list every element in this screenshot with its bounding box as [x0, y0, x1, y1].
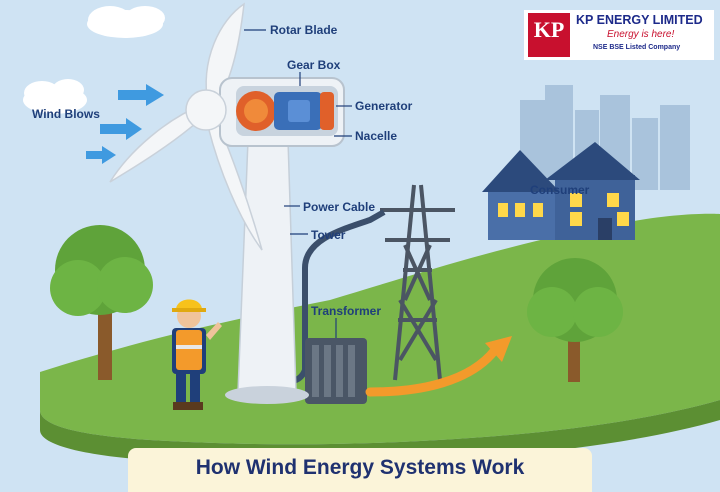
transmission-tower	[380, 184, 455, 381]
tree-left	[50, 225, 153, 380]
tree-right	[527, 258, 623, 382]
label-power-cable: Power Cable	[303, 200, 376, 214]
cloud-top	[87, 6, 165, 38]
generator-end	[320, 92, 334, 130]
brand-logo-icon: KP	[528, 13, 570, 57]
cloud-left	[23, 79, 87, 114]
title-banner	[128, 448, 592, 492]
generator-core	[288, 100, 310, 122]
power-flow-arrowhead	[485, 336, 512, 362]
transformer-unit	[305, 338, 367, 404]
label-rotor-blade: Rotar Blade	[270, 23, 338, 37]
label-gear-box: Gear Box	[287, 58, 341, 72]
gear-box-part	[236, 91, 276, 131]
brand-name: KP ENERGY LIMITED	[576, 13, 703, 27]
label-consumer: Consumer	[530, 183, 590, 197]
turbine-tower	[237, 139, 297, 393]
label-wind-blows: Wind Blows	[32, 107, 100, 121]
worker-figure	[172, 299, 222, 410]
rotor-hub	[185, 89, 227, 131]
label-generator: Generator	[355, 99, 413, 113]
page-title: How Wind Energy Systems Work	[195, 456, 525, 479]
power-flow-arrow	[365, 345, 500, 397]
label-nacelle: Nacelle	[355, 129, 398, 143]
brand-tagline: Energy is here!	[607, 29, 675, 40]
brand-listing: NSE BSE Listed Company	[593, 44, 681, 51]
consumer-house	[482, 142, 640, 240]
label-transformer: Transformer	[311, 304, 382, 318]
label-tower: Tower	[311, 228, 346, 242]
wind-arrows	[86, 84, 164, 164]
leader-lines	[244, 29, 352, 338]
turbine-base	[225, 386, 309, 404]
rotor-blades	[109, 2, 263, 251]
